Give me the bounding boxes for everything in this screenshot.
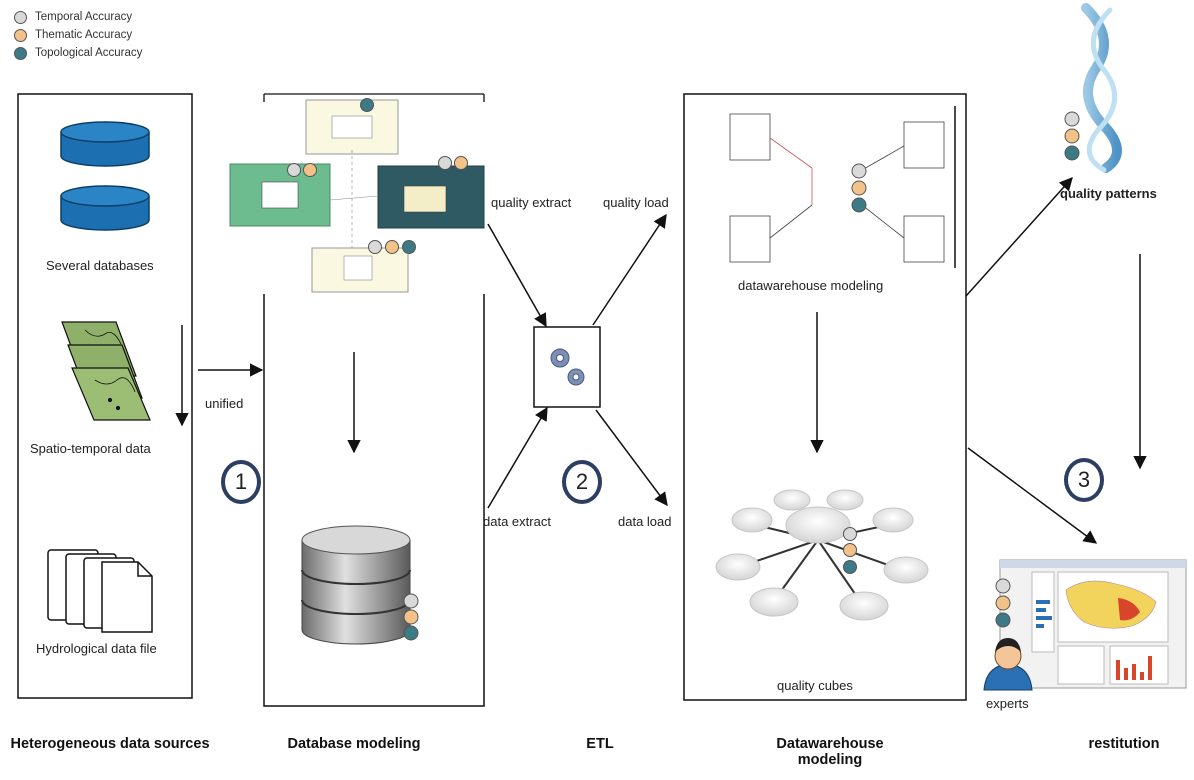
quality-load-label: quality load xyxy=(603,195,669,210)
data-extract-label: data extract xyxy=(483,514,551,529)
quality-patterns-icon xyxy=(1081,3,1122,173)
legend-item-temporal: Temporal Accuracy xyxy=(14,8,142,26)
legend: Temporal Accuracy Thematic Accuracy Topo… xyxy=(14,8,142,62)
experts-label: experts xyxy=(986,696,1029,711)
hydrological-label: Hydrological data file xyxy=(36,641,157,656)
temporal-dot-icon xyxy=(14,10,27,24)
stage-title-sources: Heterogeneous data sources xyxy=(10,736,210,752)
unified-label: unified xyxy=(205,396,244,411)
quality-dots-cubes xyxy=(843,527,857,574)
legend-item-topological: Topological Accuracy xyxy=(14,44,142,62)
several-databases-label: Several databases xyxy=(46,258,154,273)
document-stack-icon xyxy=(47,549,153,633)
database-icon xyxy=(301,525,411,645)
quality-dots-schema-dw xyxy=(851,163,867,213)
step-2-badge: 2 xyxy=(562,460,602,504)
quality-dots-patterns xyxy=(1064,111,1080,161)
legend-label: Thematic Accuracy xyxy=(35,29,133,41)
star-schema-icon xyxy=(729,106,956,268)
dw-modeling-label: datawarehouse modeling xyxy=(738,278,884,293)
quality-dots-database xyxy=(403,593,419,641)
topological-dot-icon xyxy=(14,46,27,60)
quality-cubes-icon xyxy=(715,489,929,621)
map-layers-icon xyxy=(61,321,151,421)
step-3-badge: 3 xyxy=(1064,458,1104,502)
stage-title-dw-modeling: Datawarehouse modeling xyxy=(776,736,884,768)
legend-item-thematic: Thematic Accuracy xyxy=(14,26,142,44)
gears-icon xyxy=(550,348,585,386)
legend-label: Topological Accuracy xyxy=(35,47,143,59)
legend-label: Temporal Accuracy xyxy=(35,11,133,23)
sources-panel xyxy=(17,93,193,699)
etl-box xyxy=(533,326,601,408)
stage-title-etl: ETL xyxy=(586,736,614,752)
quality-patterns-label: quality patterns xyxy=(1060,186,1157,201)
spatio-temporal-label: Spatio-temporal data xyxy=(30,441,151,456)
quality-cubes-label: quality cubes xyxy=(777,678,853,693)
schema-diagram-icon xyxy=(229,99,485,293)
database-stack-icon xyxy=(60,121,150,231)
data-load-label: data load xyxy=(618,514,672,529)
dashboard-screenshot-icon xyxy=(999,559,1187,689)
quality-dots-experts xyxy=(995,578,1011,628)
stage-title-restitution: restitution xyxy=(1088,736,1160,752)
quality-dots-schema xyxy=(287,98,468,254)
quality-extract-label: quality extract xyxy=(491,195,572,210)
db-modeling-panel xyxy=(263,294,485,707)
expert-user-icon xyxy=(983,638,1033,691)
dw-panel xyxy=(683,93,967,701)
thematic-dot-icon xyxy=(14,28,27,42)
step-1-badge: 1 xyxy=(221,460,261,504)
stage-title-db-modeling: Database modeling xyxy=(287,736,421,752)
